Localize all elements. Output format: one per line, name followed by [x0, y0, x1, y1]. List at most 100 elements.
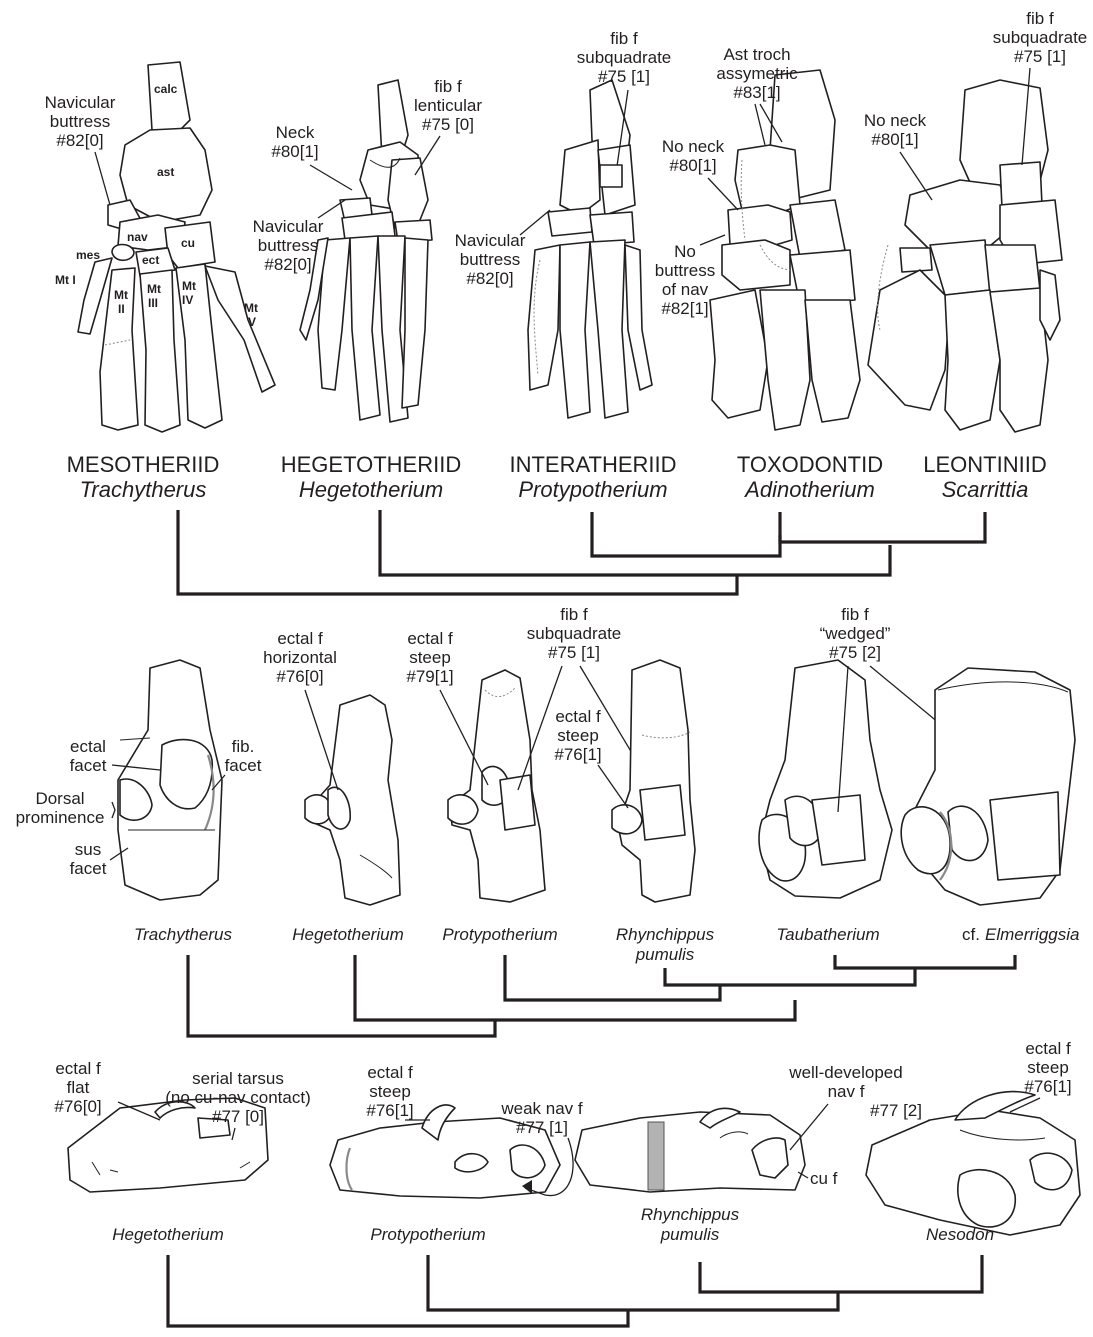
genus-protypotherium: Protypotherium	[518, 477, 667, 502]
label-well-developed: well-developed	[788, 1063, 902, 1082]
svg-text:buttress: buttress	[258, 236, 318, 255]
foot-adinotherium	[710, 70, 860, 430]
label-weak-nav: weak nav f	[500, 1099, 583, 1118]
genus-scarrittia: Scarrittia	[942, 477, 1029, 502]
label-fibf-lenticular: fib f	[434, 77, 462, 96]
label-mt4a: Mt	[182, 279, 196, 293]
taxon-c-nesodon: Nesodon	[926, 1225, 994, 1244]
panel-c-taxa: Hegetotherium Protypotherium Rhynchippus…	[112, 1205, 994, 1244]
svg-text:buttress: buttress	[655, 261, 715, 280]
label-ectal-steep-pro: ectal f	[367, 1063, 413, 1082]
label-neck: Neck	[276, 123, 315, 142]
label-mt3a: Mt	[147, 282, 161, 296]
svg-text:#76[0]: #76[0]	[276, 667, 323, 686]
label-serial-tarsus: serial tarsus	[192, 1069, 284, 1088]
svg-text:#76[1]: #76[1]	[1024, 1077, 1071, 1096]
calcaneus-rhynchippus: ectal f steep #76[1]	[554, 660, 695, 902]
label-mt2a: Mt	[114, 288, 128, 302]
label-mt5b: V	[248, 315, 256, 329]
cuboid-hegetotherium: ectal f flat #76[0] serial tarsus (no cu…	[54, 1059, 310, 1192]
svg-text:steep: steep	[1027, 1058, 1069, 1077]
label-nav: nav	[127, 230, 148, 244]
taxon-c-pumulis: pumulis	[660, 1225, 720, 1244]
svg-text:#82[0]: #82[0]	[264, 255, 311, 274]
label-mt3b: III	[148, 296, 158, 310]
panel-c: ectal f flat #76[0] serial tarsus (no cu…	[54, 1039, 1080, 1326]
svg-text:buttress: buttress	[50, 112, 110, 131]
svg-text:#80[1]: #80[1]	[669, 156, 716, 175]
label-calc: calc	[154, 82, 178, 96]
svg-text:#83[1]: #83[1]	[733, 83, 780, 102]
label-mt5a: Mt	[244, 301, 258, 315]
svg-text:#82[0]: #82[0]	[466, 269, 513, 288]
svg-text:of nav: of nav	[662, 280, 709, 299]
label-cu-f: cu f	[810, 1169, 838, 1188]
panel-a: calc ast nav mes cu ect Mt I Mt II Mt II…	[45, 9, 1088, 594]
genus-adinotherium: Adinotherium	[743, 477, 875, 502]
label-fibf-subquad-int: fib f	[610, 29, 638, 48]
svg-text:steep: steep	[369, 1082, 411, 1101]
taxon-c-hegetotherium: Hegetotherium	[112, 1225, 224, 1244]
svg-text:(no cu-nav contact): (no cu-nav contact)	[165, 1088, 311, 1107]
svg-text:#76[1]: #76[1]	[554, 745, 601, 764]
svg-text:buttress: buttress	[460, 250, 520, 269]
label-fib-facet: fib.	[232, 737, 255, 756]
label-ectal-steep-79: ectal f	[407, 629, 453, 648]
panel-b-taxa: Trachytherus Hegetotherium Protypotheriu…	[134, 925, 1079, 964]
label-ectal-facet: ectal	[70, 737, 106, 756]
calcaneus-trachytherus: ectal facet fib. facet Dorsal prominence…	[16, 660, 262, 900]
label-no-neck-leo: No neck	[864, 111, 927, 130]
svg-text:subquadrate: subquadrate	[527, 624, 622, 643]
label-ectal-flat: ectal f	[55, 1059, 101, 1078]
svg-text:#77 [2]: #77 [2]	[870, 1101, 922, 1120]
label-ect: ect	[142, 253, 159, 267]
label-fibf-subquad-leo: fib f	[1026, 9, 1054, 28]
taxon-b-trachytherus: Trachytherus	[134, 925, 232, 944]
svg-text:lenticular: lenticular	[414, 96, 482, 115]
tree-b	[188, 955, 1015, 1036]
genus-trachytherus: Trachytherus	[80, 477, 207, 502]
label-mt2b: II	[118, 302, 125, 316]
svg-text:#75 [0]: #75 [0]	[422, 115, 474, 134]
svg-text:steep: steep	[557, 726, 599, 745]
label-ectal-steep-76: ectal f	[555, 707, 601, 726]
label-fibf-wedged: fib f	[841, 605, 869, 624]
foot-hegetotherium	[300, 80, 432, 422]
svg-text:#75 [2]: #75 [2]	[829, 643, 881, 662]
label-mt4b: IV	[182, 293, 193, 307]
svg-text:prominence: prominence	[16, 808, 105, 827]
svg-text:#75 [1]: #75 [1]	[598, 67, 650, 86]
svg-text:#80[1]: #80[1]	[271, 142, 318, 161]
panel-a-taxa: MESOTHERIID Trachytherus HEGETOTHERIID H…	[67, 452, 1047, 502]
svg-text:facet: facet	[225, 756, 262, 775]
svg-text:flat: flat	[67, 1078, 90, 1097]
family-toxodontid: TOXODONTID	[737, 452, 883, 477]
taxon-b-hegetotherium: Hegetotherium	[292, 925, 404, 944]
svg-text:#77 [0]: #77 [0]	[212, 1107, 264, 1126]
svg-text:#76[0]: #76[0]	[54, 1097, 101, 1116]
label-no-buttress: No	[674, 242, 696, 261]
family-hegetotheriid: HEGETOTHERIID	[281, 452, 462, 477]
label-ast-troch: Ast troch	[723, 45, 790, 64]
svg-text:#80[1]: #80[1]	[871, 130, 918, 149]
label-ast: ast	[157, 165, 174, 179]
svg-text:nav f: nav f	[828, 1082, 865, 1101]
svg-text:facet: facet	[70, 859, 107, 878]
calcaneus-protypotherium: ectal f steep #79[1] fib f subquadrate #…	[406, 605, 648, 902]
label-ectal-steep-nes: ectal f	[1025, 1039, 1071, 1058]
svg-text:#77 [1]: #77 [1]	[516, 1118, 568, 1137]
label-sus-facet: sus	[75, 840, 101, 859]
svg-text:#75 [1]: #75 [1]	[1014, 47, 1066, 66]
taxon-b-elmerriggsia: Elmerriggsia	[985, 925, 1079, 944]
svg-text:“wedged”: “wedged”	[820, 624, 891, 643]
svg-text:#79[1]: #79[1]	[406, 667, 453, 686]
tree-a	[178, 510, 985, 594]
taxon-b-pumulis: pumulis	[635, 945, 695, 964]
label-mt1: Mt I	[55, 273, 76, 287]
family-interatheriid: INTERATHERIID	[509, 452, 676, 477]
foot-protypotherium	[528, 80, 652, 418]
label-nav-buttress-2: Navicular	[253, 217, 324, 236]
taxon-c-protypotherium: Protypotherium	[370, 1225, 485, 1244]
